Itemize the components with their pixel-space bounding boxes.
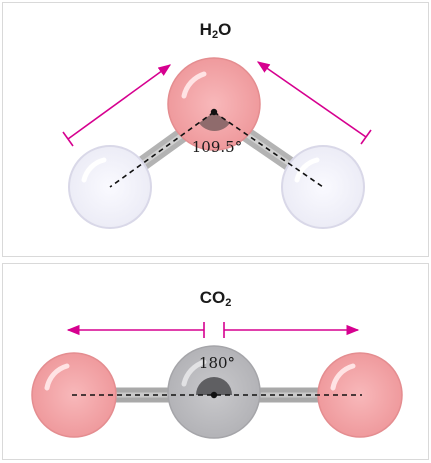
h2o-title: H2O [199,20,232,41]
co2-molecule: 180° [31,322,403,439]
h2o-dashed-axis-right [213,111,324,188]
hydrogen-atom-right [281,145,365,229]
h2o-dashed-axis-left [109,111,215,188]
h2o-molecule: 109.5° [62,57,372,229]
co2-arrow-left [66,322,205,338]
co2-angle-label: 180° [199,354,235,372]
co2-arrow-right [223,322,360,338]
co2-title: CO2 [199,288,232,309]
h2o-arrow-left [62,64,172,147]
co2-angle-arc-icon [196,377,232,395]
h2o-angle-arc-icon [199,112,230,132]
h2o-arrow-right [256,61,372,145]
h2o-angle-label: 109.5° [192,138,242,156]
